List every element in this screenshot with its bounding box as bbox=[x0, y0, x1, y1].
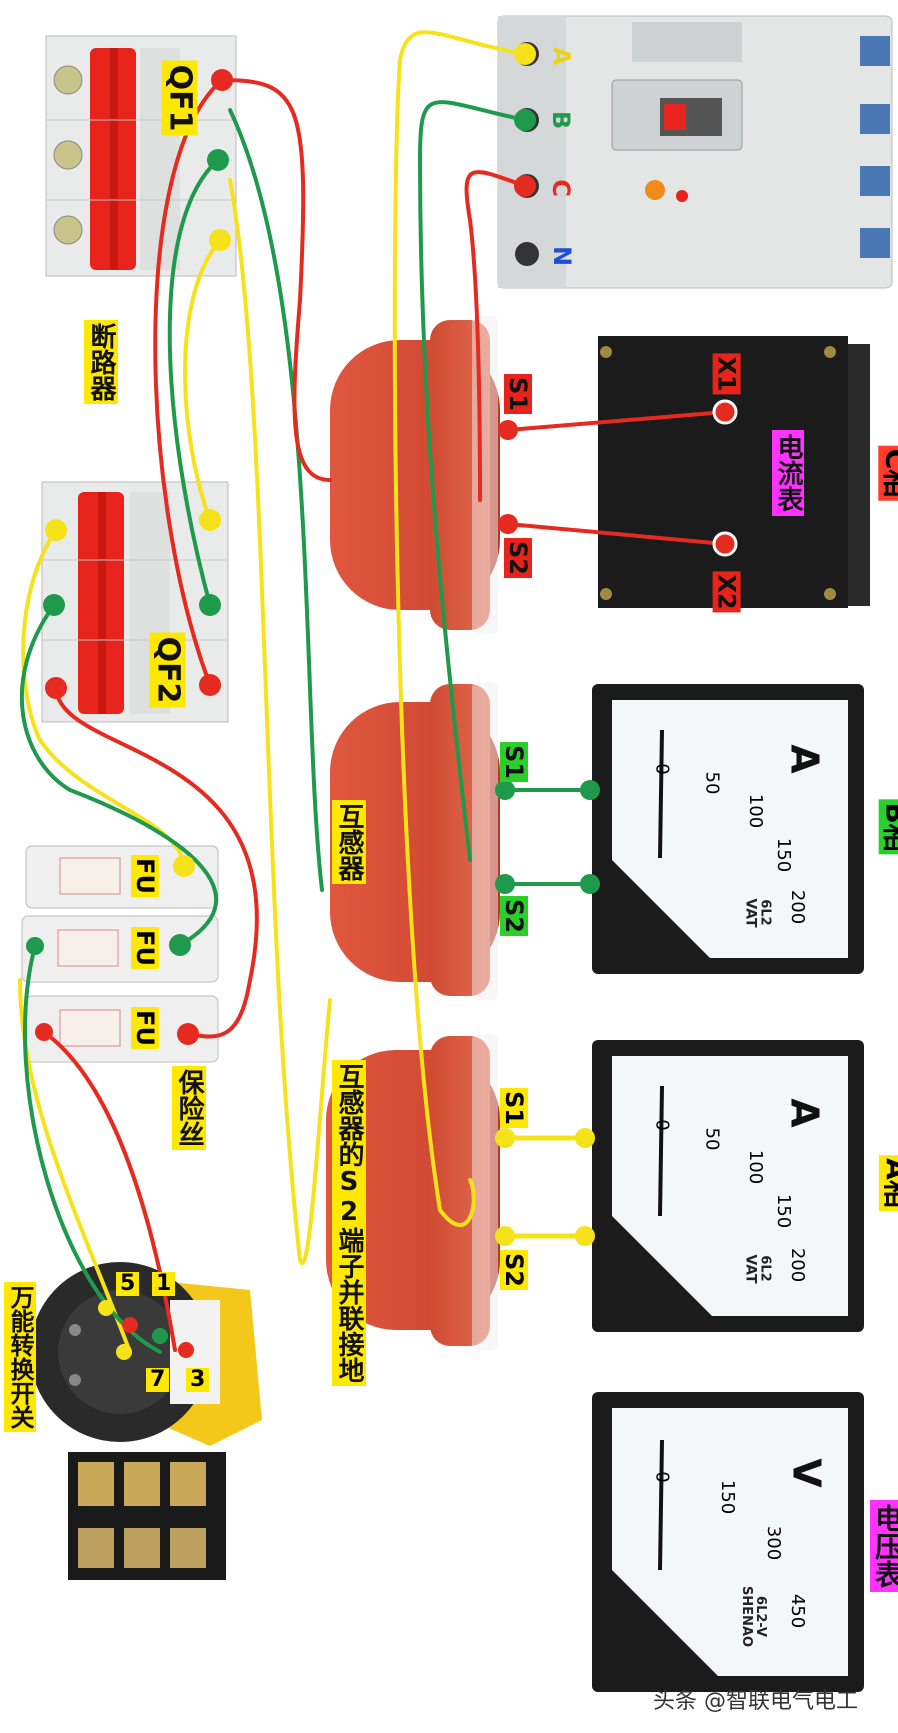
meter-v-tick-450: 450 bbox=[787, 1593, 809, 1629]
meter-b-unit: A bbox=[782, 744, 827, 774]
label-qf1: QF1 bbox=[161, 60, 198, 136]
label-phase-a-terminal: A bbox=[547, 46, 576, 66]
meter-b-tick-100: 100 bbox=[745, 793, 767, 829]
label-fu-3: FU bbox=[130, 1007, 159, 1049]
label-ammeter-caption: 电流表 bbox=[772, 430, 804, 516]
label-voltmeter-caption: 电压表 bbox=[870, 1500, 898, 1592]
wire-a-qf1-qf2 bbox=[183, 238, 222, 522]
wire-b-main bbox=[417, 100, 527, 862]
label-switch-1: 1 bbox=[152, 1272, 176, 1296]
label-switch-7: 7 bbox=[146, 1368, 170, 1392]
label-a-s1: S1 bbox=[499, 1088, 528, 1128]
label-c-s2: S2 bbox=[503, 538, 532, 578]
meter-v-tick-150: 150 bbox=[717, 1479, 739, 1515]
label-fu-1: FU bbox=[130, 855, 159, 897]
wire-b-loop bbox=[228, 108, 324, 892]
label-switch-5: 5 bbox=[116, 1272, 140, 1296]
label-phase-c-terminal: C bbox=[546, 179, 575, 197]
wire-c-main bbox=[464, 170, 527, 502]
label-x1: X1 bbox=[712, 353, 741, 395]
fuse-3 bbox=[25, 995, 219, 1063]
label-b-s1: S1 bbox=[499, 742, 528, 782]
meter-b-tick-0: 0 bbox=[651, 763, 673, 775]
wire-c-qf1-a bbox=[220, 78, 332, 482]
ct-a bbox=[326, 1034, 500, 1350]
wire-b-switch bbox=[23, 944, 162, 1354]
label-switch-caption: 万能转换开关 bbox=[4, 1282, 36, 1432]
meter-b-tick-200: 200 bbox=[787, 889, 809, 925]
meter-b bbox=[592, 684, 864, 974]
meter-b-tick-50: 50 bbox=[701, 771, 723, 795]
wire-a-main bbox=[392, 30, 527, 1227]
meter-b-tick-150: 150 bbox=[773, 837, 795, 873]
breaker-qf1 bbox=[45, 35, 237, 277]
label-c-s1: S1 bbox=[503, 374, 532, 414]
meter-v bbox=[592, 1392, 864, 1692]
wire-b-qf2-fuse bbox=[19, 603, 218, 947]
label-phase-c: C相 bbox=[878, 445, 898, 501]
label-breaker-caption: 断路器 bbox=[84, 320, 118, 404]
label-fu-2: FU bbox=[130, 927, 159, 969]
label-switch-3: 3 bbox=[186, 1368, 210, 1392]
meter-a-tick-150: 150 bbox=[773, 1193, 795, 1229]
label-ct-caption: 互感器 bbox=[332, 800, 366, 884]
meter-a-tick-0: 0 bbox=[651, 1119, 673, 1131]
meter-v-brand: SHENAO bbox=[739, 1585, 755, 1648]
meter-a bbox=[592, 1040, 864, 1332]
label-phase-b-terminal: B bbox=[547, 110, 576, 130]
breaker-qf2 bbox=[41, 481, 229, 723]
meter-a-model: 6L2 bbox=[757, 1255, 773, 1282]
meter-a-tick-100: 100 bbox=[745, 1149, 767, 1185]
wire-b-qf1-qf2 bbox=[167, 158, 220, 607]
ct-b bbox=[330, 682, 500, 1000]
meter-a-tick-200: 200 bbox=[787, 1247, 809, 1283]
meter-v-tick-0: 0 bbox=[651, 1471, 673, 1483]
label-x2: X2 bbox=[712, 571, 741, 613]
terminal-dots bbox=[26, 43, 738, 1360]
label-a-s2: S2 bbox=[499, 1250, 528, 1290]
fuse-1 bbox=[25, 845, 219, 909]
wire-a-qf2-fuse bbox=[21, 528, 186, 868]
meter-a-tick-50: 50 bbox=[701, 1127, 723, 1151]
label-b-s2: S2 bbox=[499, 896, 528, 936]
meter-a-unit: A bbox=[782, 1098, 827, 1128]
label-ground-note: 互感器的S2端子并联接地 bbox=[332, 1060, 366, 1386]
wire-c-qf2-fuse bbox=[54, 686, 259, 1039]
terminal-block bbox=[68, 1452, 226, 1580]
wire-c-s2-x2 bbox=[506, 522, 727, 546]
meter-b-brand: VAT bbox=[742, 898, 759, 928]
label-qf2: QF2 bbox=[149, 632, 186, 708]
watermark: 头条 @智联电气电工 bbox=[653, 1689, 858, 1714]
meter-v-unit: V bbox=[784, 1458, 829, 1488]
label-phase-b: B相 bbox=[878, 799, 898, 855]
main-breaker bbox=[497, 15, 893, 289]
label-phase-a: A相 bbox=[878, 1155, 898, 1211]
fuse-2 bbox=[21, 915, 219, 983]
meter-a-brand: VAT bbox=[742, 1254, 759, 1284]
wire-a-loop bbox=[228, 178, 332, 1266]
universal-switch bbox=[30, 1262, 262, 1446]
meter-b-model: 6L2 bbox=[757, 899, 773, 926]
ct-c bbox=[330, 316, 500, 634]
label-neutral-terminal: N bbox=[548, 245, 577, 267]
meter-v-tick-300: 300 bbox=[763, 1525, 785, 1561]
meter-v-model: 6L2-V bbox=[752, 1596, 768, 1637]
label-fuse-caption: 保险丝 bbox=[172, 1066, 206, 1150]
wire-c-s1-x1 bbox=[506, 410, 727, 432]
